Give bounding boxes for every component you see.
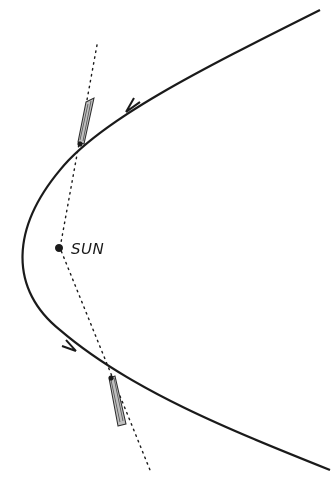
sun-dot [55,244,63,252]
comet-icon [108,375,126,426]
parabolic-orbit [23,10,331,470]
sun-label: SUN [71,240,104,258]
